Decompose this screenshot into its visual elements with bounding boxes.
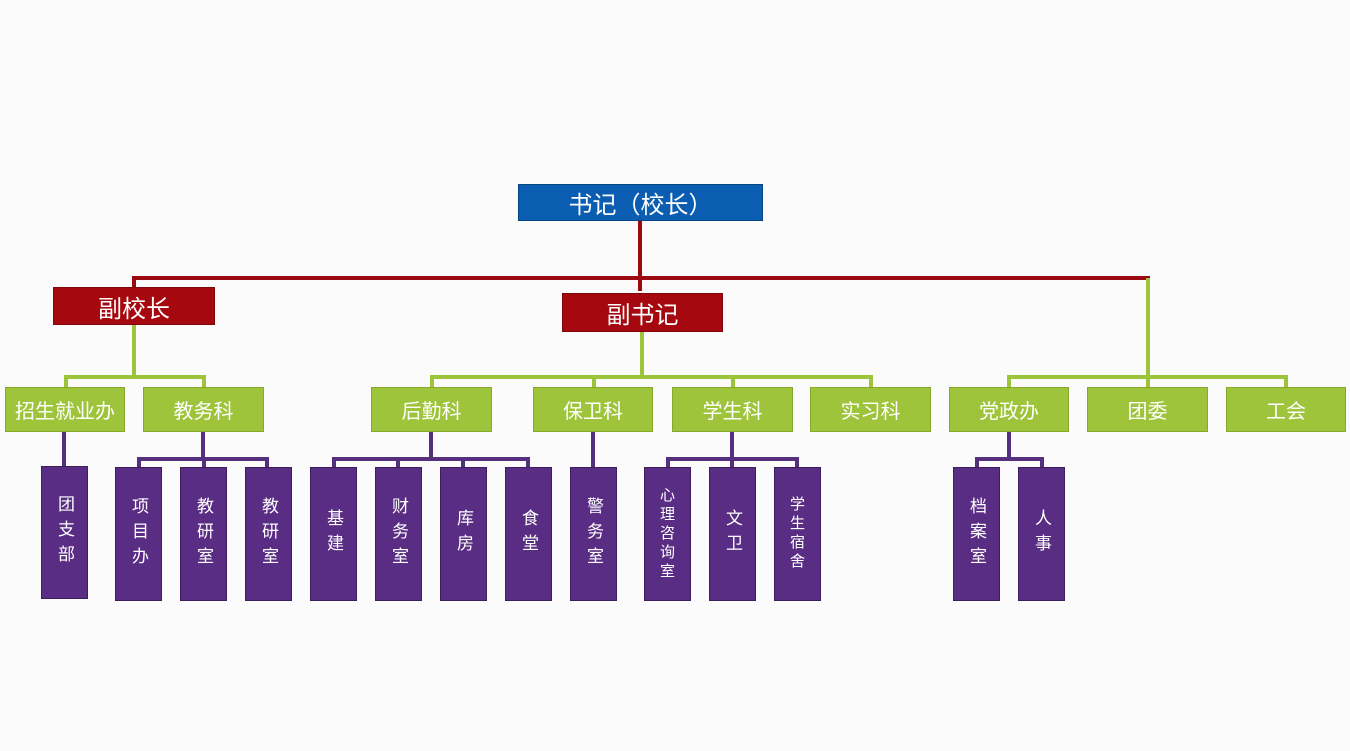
unit-box-canteen: 食堂	[505, 467, 552, 601]
connector-vice-principal-bus	[64, 375, 205, 379]
unit-box-infrastructure: 基建	[310, 467, 357, 601]
connector-right-branch-stem	[1146, 278, 1150, 376]
connector-vice-principal-stem	[132, 324, 136, 376]
connector-finance-office-drop	[396, 457, 400, 468]
unit-box-league-branch: 团支部	[41, 466, 88, 599]
unit-box-teaching-research-2: 教研室	[245, 467, 292, 601]
connector-academic-drop	[202, 375, 206, 388]
department-box-party-office: 党政办	[949, 387, 1069, 432]
connector-warehouse-drop	[461, 457, 465, 468]
connector-admissions-to-league-branch	[62, 432, 66, 468]
department-box-logistics: 后勤科	[371, 387, 492, 432]
department-box-admissions-office: 招生就业办	[5, 387, 125, 432]
connector-dormitory-drop	[795, 457, 799, 468]
connector-deputy-secretary-stem	[640, 331, 644, 376]
connector-archives-drop	[975, 457, 979, 468]
department-box-internship: 实习科	[810, 387, 931, 432]
connector-labor-union-drop	[1284, 375, 1288, 388]
connector-culture-health-drop	[730, 457, 734, 468]
connector-leader-bus	[132, 276, 1150, 280]
connector-logistics-stem	[429, 432, 433, 459]
connector-deputy-secretary-bus	[430, 375, 872, 379]
connector-academic-stem	[201, 432, 205, 459]
department-box-youth-league: 团委	[1087, 387, 1208, 432]
unit-box-warehouse: 库房	[440, 467, 487, 601]
connector-root-stem	[638, 220, 642, 291]
unit-box-counseling-room: 心理咨询室	[644, 467, 691, 601]
connector-logistics-drop	[430, 375, 434, 388]
root-box-secretary-principal: 书记（校长）	[518, 184, 763, 221]
connector-party-office-stem	[1007, 432, 1011, 459]
department-box-security: 保卫科	[533, 387, 653, 432]
connector-vice-principal-drop	[132, 276, 136, 289]
unit-box-police-office: 警务室	[570, 467, 617, 601]
connector-student-affairs-stem	[730, 432, 734, 459]
connector-internship-drop	[869, 375, 873, 388]
connector-party-office-bus	[975, 457, 1044, 461]
connector-personnel-drop	[1040, 457, 1044, 468]
connector-teaching-research-1-drop	[202, 457, 206, 468]
connector-logistics-bus	[332, 457, 530, 461]
connector-party-office-drop	[1007, 375, 1011, 388]
connector-teaching-research-2-drop	[265, 457, 269, 468]
connector-student-affairs-drop	[731, 375, 735, 388]
unit-box-dormitory: 学生宿舍	[774, 467, 821, 601]
unit-box-finance-office: 财务室	[375, 467, 422, 601]
unit-box-culture-health: 文卫	[709, 467, 756, 601]
connector-counseling-room-drop	[666, 457, 670, 468]
connector-security-drop	[592, 375, 596, 388]
connector-youth-league-drop	[1146, 375, 1150, 388]
unit-box-project-office: 项目办	[115, 467, 162, 601]
connector-canteen-drop	[526, 457, 530, 468]
department-box-academic-affairs: 教务科	[143, 387, 264, 432]
connector-security-to-police-office	[591, 432, 595, 468]
connector-project-office-drop	[137, 457, 141, 468]
deputy-secretary-box: 副书记	[562, 293, 723, 332]
unit-box-personnel: 人事	[1018, 467, 1065, 601]
connector-infrastructure-drop	[332, 457, 336, 468]
department-box-labor-union: 工会	[1226, 387, 1346, 432]
vice-principal-box: 副校长	[53, 287, 215, 325]
connector-admissions-drop	[64, 375, 68, 388]
unit-box-teaching-research-1: 教研室	[180, 467, 227, 601]
department-box-student-affairs: 学生科	[672, 387, 793, 432]
unit-box-archives: 档案室	[953, 467, 1000, 601]
